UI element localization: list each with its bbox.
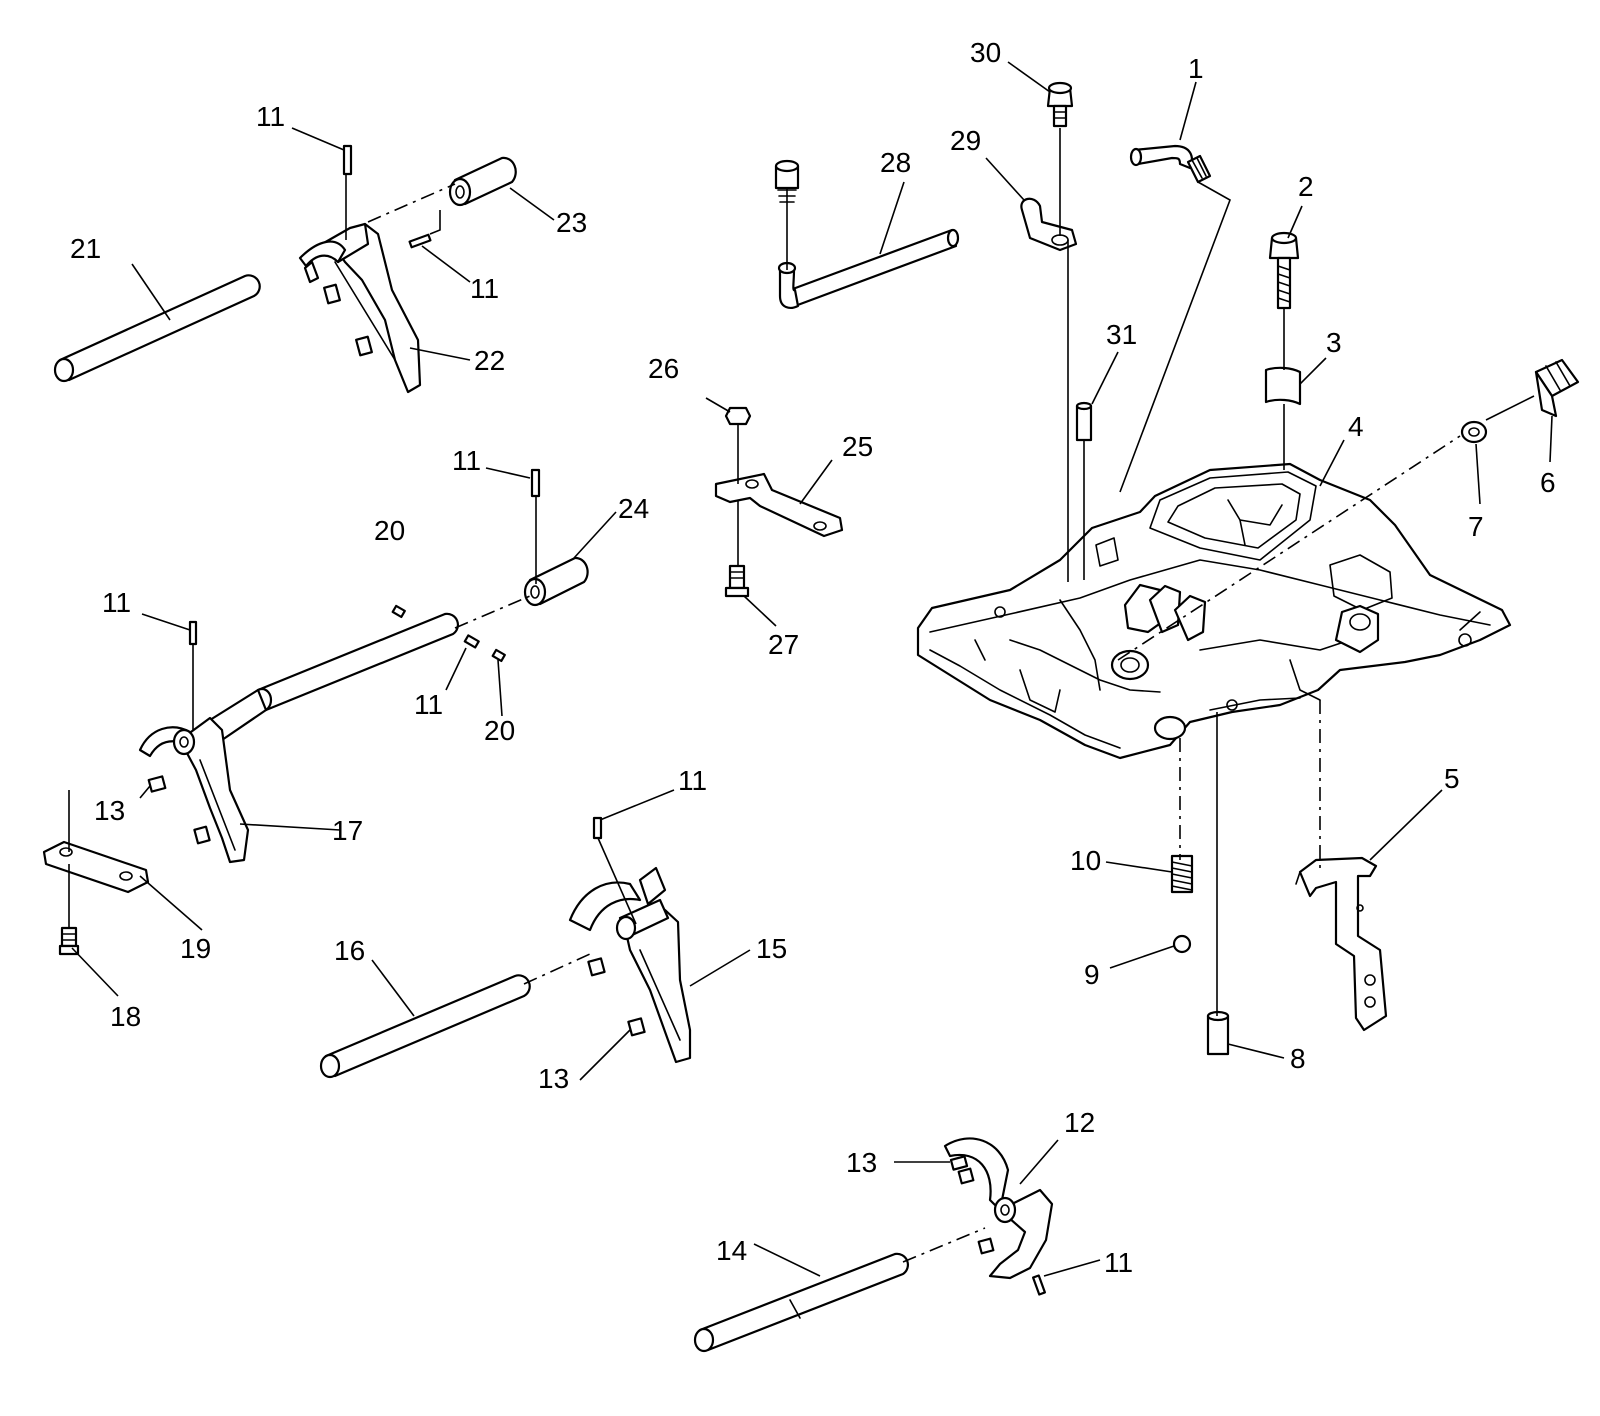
callout-13-c: 13 [846,1147,877,1178]
callout-20-a: 20 [374,515,405,546]
assembly-lines [68,128,1535,1263]
callout-28: 28 [880,147,911,178]
washer-7 [1460,420,1488,444]
shift-fork-15 [568,866,692,1064]
callout-2: 2 [1298,171,1314,202]
shift-rail-center [208,612,460,742]
callout-30: 30 [970,37,1001,68]
roll-pins-11 [188,144,1046,1296]
callout-21: 21 [70,233,101,264]
callout-10: 10 [1070,845,1101,876]
callout-31: 31 [1106,319,1137,350]
callout-1: 1 [1188,53,1204,84]
callout-16: 16 [334,935,365,966]
callout-18: 18 [110,1001,141,1032]
bolt-2 [1268,231,1300,310]
callout-17: 17 [332,815,363,846]
callout-19: 19 [180,933,211,964]
callout-13-a: 13 [94,795,125,826]
callout-11-f: 11 [678,765,707,796]
callout-8: 8 [1290,1043,1306,1074]
callout-12: 12 [1064,1107,1095,1138]
shift-sleeve-23 [448,156,517,207]
pin-8 [1206,1010,1230,1056]
screw-27 [724,564,750,598]
callout-11-d: 11 [102,587,131,618]
callout-9: 9 [1084,959,1100,990]
bolt-30 [1046,81,1074,128]
shift-fork-22 [298,222,422,394]
shift-cover-housing [916,462,1512,760]
bracket-25 [714,472,844,538]
callout-leaders [71,61,1553,1277]
shift-rail-14 [693,1252,910,1353]
callout-24: 24 [618,493,649,524]
nut-26 [724,406,752,426]
callout-29: 29 [950,125,981,156]
shift-rail-16 [319,974,531,1079]
detent-bracket-5 [1295,856,1388,1032]
callout-11-g: 11 [1104,1247,1133,1278]
callout-15: 15 [756,933,787,964]
screw-18 [58,926,80,956]
callout-11-b: 11 [470,273,499,304]
shift-fork-17 [138,716,250,864]
shift-sleeve-24 [523,556,589,607]
callout-6: 6 [1540,467,1556,498]
callout-labels: 30 1 29 28 2 3 4 31 6 7 5 10 9 8 11 11 2… [70,37,1556,1278]
callout-7: 7 [1468,511,1484,542]
callout-11-a: 11 [256,101,285,132]
shift-tube-1 [1129,144,1212,184]
shift-rail-21 [53,274,261,383]
detent-ball-9 [1172,934,1192,954]
callout-11-e: 11 [414,689,443,720]
callout-20-b: 20 [484,715,515,746]
detent-spring-10 [1170,854,1194,894]
pins-20 [391,604,506,663]
interlock-plate-19 [42,840,150,894]
callout-22: 22 [474,345,505,376]
callout-25: 25 [842,431,873,462]
callout-5: 5 [1444,763,1460,794]
shift-fork-12 [943,1137,1054,1280]
dowel-pin-31 [1075,401,1093,442]
callout-4: 4 [1348,411,1364,442]
shift-tube-28 [774,159,960,309]
callout-13-b: 13 [538,1063,569,1094]
callout-27: 27 [768,629,799,660]
callout-3: 3 [1326,327,1342,358]
callout-26: 26 [648,353,679,384]
callout-14: 14 [716,1235,747,1266]
clip-3 [1264,366,1302,406]
callout-11-c: 11 [452,445,481,476]
switch-6 [1534,358,1580,418]
callout-23: 23 [556,207,587,238]
interlock-pin-13 [949,1155,969,1171]
